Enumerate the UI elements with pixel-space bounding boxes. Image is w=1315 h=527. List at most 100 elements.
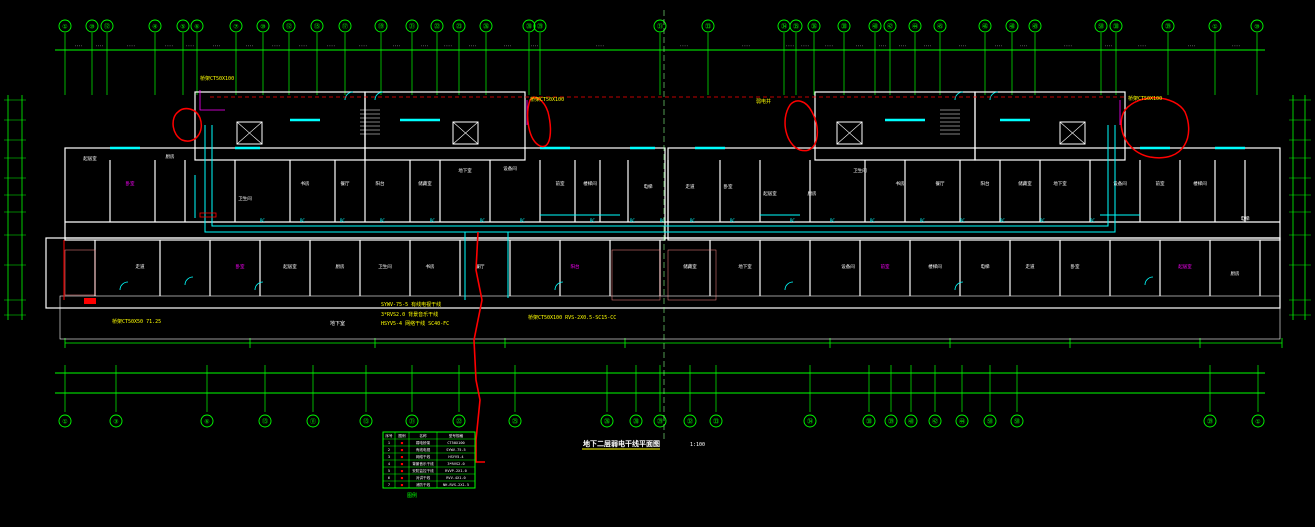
elevator-cross [236,121,263,145]
axis-bubble-bottom [1203,414,1217,428]
legend-cell: 消防干线 [416,482,431,487]
room-label: 起居室 [763,190,777,197]
axis-label-top: ㉝ [705,23,711,31]
markup-small-rect [199,212,217,218]
dimension-value-top: ···· [420,44,428,48]
axis-label-top: ㊴ [1165,23,1171,31]
junction-box-label: BC [520,218,525,223]
axis-label-top: ㉓ [456,23,462,31]
room-label: 地下室 [1053,180,1067,187]
axis-label-bottom: ㉒ [456,418,462,426]
legend-cell: 4 [388,462,390,466]
axis-bubble-bottom [709,414,723,428]
dimension-value-top: ···· [1232,44,1240,48]
axis-bubble-bottom [803,414,817,428]
room-label: 楼梯间 [928,263,942,270]
dimension-value-top: ···· [801,44,809,48]
floor-plan-walls [45,91,1281,340]
markup-cloud-east [784,100,819,152]
axis-label-top: ㊳ [1113,23,1119,31]
riser-note-mid: 桥架CT50X100 [530,96,564,103]
axis-bubble-bottom [306,414,320,428]
axis-label-bottom: ⑥ [204,419,209,426]
door-swing [254,281,264,291]
legend-cell: ■ [401,441,404,445]
room-label: 楼梯间 [1193,180,1207,187]
legend-cell: 型号规格 [449,433,464,438]
axis-label-bottom: ㊴ [1207,418,1213,426]
axis-bubble-bottom [983,414,997,428]
dimension-value-top: ···· [327,44,335,48]
axis-label-bottom: ㉝ [713,418,719,426]
room-label: 电梯 [981,263,990,270]
legend-cell: 6 [388,476,390,480]
room-label: 厨房 [336,263,345,270]
axis-bubble-top [533,19,547,33]
axis-bubble-top [338,19,352,33]
door-swing [784,281,794,291]
elevator-cross [1059,121,1086,145]
junction-box-label: BC [630,218,635,223]
dimension-value-top: ···· [1187,44,1195,48]
room-label: 卫生间 [378,263,392,270]
junction-box-label: BC [690,218,695,223]
junction-box-label: BC [870,218,875,223]
markup-cloud-mid [527,96,552,148]
hatched-room [64,249,96,296]
axis-bubble-bottom [683,414,697,428]
dimension-value-top: ···· [742,44,750,48]
axis-label-top: ① [1212,24,1217,31]
dimension-value-top: ···· [1104,44,1112,48]
axis-bubble-bottom [452,414,466,428]
room-label: 阳台 [571,263,580,270]
axis-bubble-top [148,19,162,33]
axis-bubble-bottom [405,414,419,428]
axis-label-bottom: ㊳ [866,418,872,426]
axis-label-top: ㉞ [781,23,787,31]
axis-label-bottom: ㊹ [959,418,965,426]
axis-bubble-bottom [862,414,876,428]
dimension-value-top: ···· [596,44,604,48]
room-label: 餐厅 [341,180,350,187]
axis-bubble-bottom [653,414,667,428]
legend-cell: 2 [388,448,390,452]
dimension-value-top: ···· [299,44,307,48]
axis-label-top: ㊿ [1098,23,1104,31]
axis-label-bottom: ㊿ [987,418,993,426]
axis-label-top: ㊵ [872,23,878,31]
axis-label-bottom: ㉜ [687,418,693,426]
room-label: 前室 [881,263,890,270]
dimension-value-top: ···· [392,44,400,48]
axis-bubble-top [789,19,803,33]
markup-red-block [84,298,96,304]
legend-cell: ■ [401,476,404,480]
room-label: 走道 [1026,263,1035,270]
axis-bubble-top [58,19,72,33]
dimension-value-top: ···· [825,44,833,48]
axis-bubble-top [868,19,882,33]
dimension-value-top: ···· [245,44,253,48]
room-label: 设备间 [503,165,517,172]
legend-cell: ■ [401,455,404,459]
door-swing [184,276,194,286]
axis-bubble-bottom [955,414,969,428]
room-label: 走道 [686,183,695,190]
cable-note-network: HSYV5-4 网络干线 SC40-FC [381,320,449,327]
axis-bubble-top [908,19,922,33]
room-label: 卧室 [1071,263,1080,270]
room-label: 起居室 [83,155,97,162]
legend-cell: CT50X100 [447,441,464,445]
legend-cell: RVV-4X1.0 [446,476,465,480]
axis-label-top: ⑤ [180,24,185,31]
room-label: 储藏室 [683,263,697,270]
legend-cell: ■ [401,469,404,473]
junction-box-label: BC [590,218,595,223]
legend-cell: 7 [388,483,390,487]
room-label: 前室 [556,180,565,187]
room-label: 阳台 [981,180,990,187]
junction-box-label: BC [340,218,345,223]
junction-box-label: BC [960,218,965,223]
room-label: 地下室 [738,263,752,270]
